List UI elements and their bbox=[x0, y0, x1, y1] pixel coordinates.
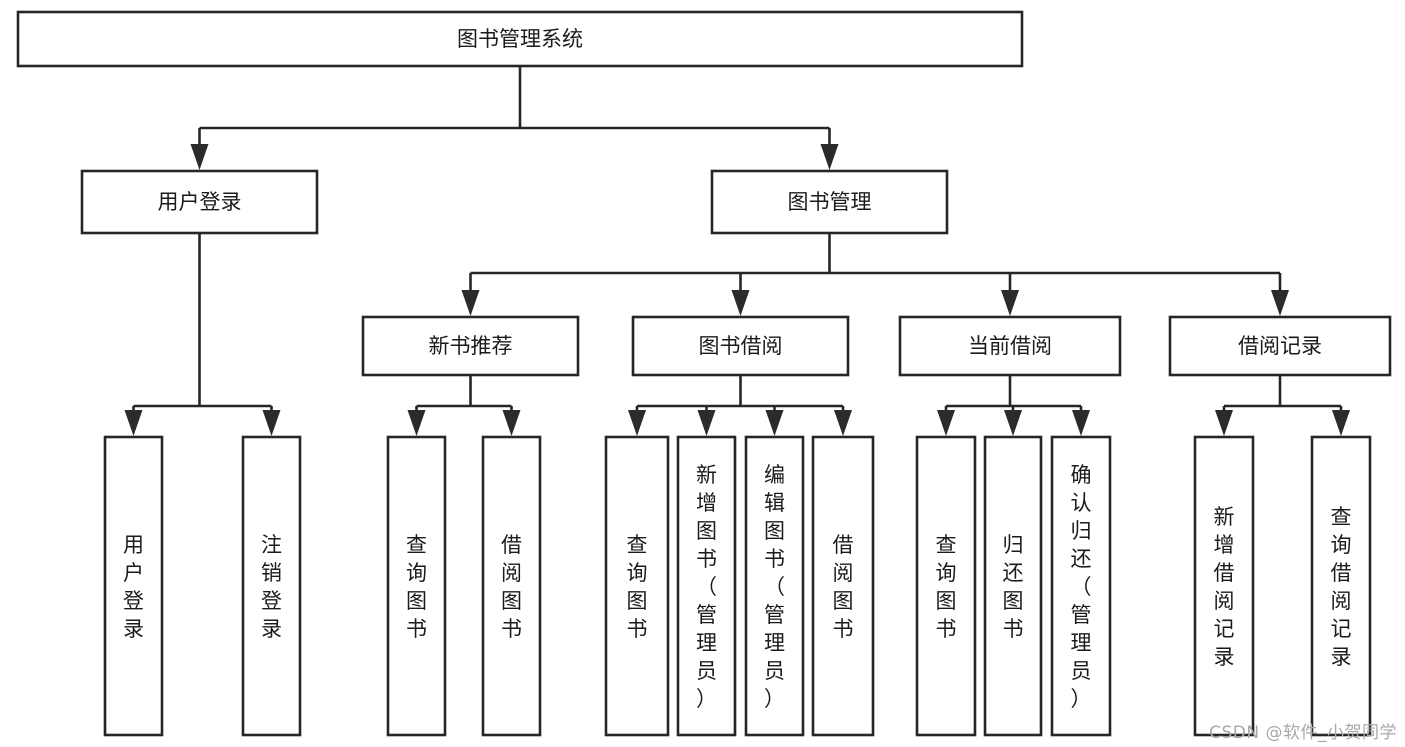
arrow-head-icon bbox=[1004, 410, 1022, 436]
diagram-node-borrow-record[interactable]: 借阅记录 bbox=[1168, 315, 1392, 377]
node-box bbox=[103, 435, 164, 737]
arrow-head-icon bbox=[820, 144, 839, 170]
node-box bbox=[811, 435, 875, 737]
node-label: 图书管理 bbox=[788, 190, 872, 214]
node-box bbox=[710, 169, 949, 235]
node-box bbox=[898, 315, 1122, 377]
arrow-head-icon bbox=[461, 290, 480, 316]
diagram-node-user-login[interactable]: 用户登录 bbox=[80, 169, 319, 235]
node-label: 用户登录 bbox=[158, 190, 242, 214]
node-label: 查询图书 bbox=[627, 533, 648, 641]
arrow-head-icon bbox=[1001, 290, 1019, 316]
arrow-head-icon bbox=[124, 410, 143, 436]
node-label: 新增借阅记录 bbox=[1214, 505, 1235, 669]
node-label: 查询图书 bbox=[406, 533, 427, 641]
diagram-node-current-borrow[interactable]: 当前借阅 bbox=[898, 315, 1122, 377]
node-label: 查询借阅记录 bbox=[1331, 505, 1352, 669]
diagram-node-leaf-user-logout[interactable]: 注销登录 bbox=[241, 435, 302, 737]
diagram-node-leaf-query-book-rec[interactable]: 查询图书 bbox=[386, 435, 447, 737]
diagram-node-root[interactable]: 图书管理系统 bbox=[16, 10, 1024, 68]
node-box bbox=[241, 435, 302, 737]
diagram-node-leaf-query-book-borrow[interactable]: 查询图书 bbox=[604, 435, 670, 737]
arrow-head-icon bbox=[1271, 290, 1289, 316]
diagram-node-leaf-user-login[interactable]: 用户登录 bbox=[103, 435, 164, 737]
node-box bbox=[604, 435, 670, 737]
arrow-head-icon bbox=[937, 410, 955, 436]
diagram-node-leaf-query-book-current[interactable]: 查询图书 bbox=[915, 435, 977, 737]
node-label: 查询图书 bbox=[936, 533, 957, 641]
diagram-node-leaf-add-book[interactable]: 新增图书（管理员） bbox=[676, 435, 737, 737]
node-box bbox=[1050, 435, 1112, 737]
arrow-head-icon bbox=[834, 410, 852, 436]
node-label: 确认归还（管理员） bbox=[1071, 463, 1092, 711]
node-label: 新增图书（管理员） bbox=[696, 463, 717, 711]
node-layer: 图书管理系统用户登录图书管理新书推荐图书借阅当前借阅借阅记录用户登录注销登录查询… bbox=[16, 10, 1392, 737]
diagram-node-new-book-rec[interactable]: 新书推荐 bbox=[361, 315, 580, 377]
node-box bbox=[1168, 315, 1392, 377]
node-label: 借阅图书 bbox=[833, 533, 854, 641]
node-label: 借阅记录 bbox=[1238, 334, 1322, 358]
diagram-node-book-manage[interactable]: 图书管理 bbox=[710, 169, 949, 235]
node-box bbox=[386, 435, 447, 737]
arrow-head-icon bbox=[731, 290, 750, 316]
node-box bbox=[481, 435, 542, 737]
arrow-head-icon bbox=[1332, 410, 1350, 436]
arrow-head-icon bbox=[1072, 410, 1090, 436]
arrow-head-icon bbox=[765, 410, 784, 436]
diagram-node-book-borrow[interactable]: 图书借阅 bbox=[631, 315, 850, 377]
diagram-node-leaf-add-record[interactable]: 新增借阅记录 bbox=[1193, 435, 1255, 737]
arrow-head-icon bbox=[407, 410, 426, 436]
arrow-head-icon bbox=[1215, 410, 1233, 436]
node-label: 借阅图书 bbox=[501, 533, 522, 641]
node-box bbox=[744, 435, 805, 737]
node-box bbox=[983, 435, 1043, 737]
diagram-node-leaf-borrow-book[interactable]: 借阅图书 bbox=[811, 435, 875, 737]
connector-layer bbox=[124, 66, 1350, 436]
arrow-head-icon bbox=[502, 410, 521, 436]
diagram-node-leaf-confirm-return[interactable]: 确认归还（管理员） bbox=[1050, 435, 1112, 737]
node-box bbox=[1193, 435, 1255, 737]
node-label: 编辑图书（管理员） bbox=[764, 463, 785, 711]
node-label: 用户登录 bbox=[123, 533, 144, 641]
diagram-node-leaf-edit-book[interactable]: 编辑图书（管理员） bbox=[744, 435, 805, 737]
node-box bbox=[361, 315, 580, 377]
node-label: 注销登录 bbox=[261, 533, 282, 641]
diagram-node-leaf-query-record[interactable]: 查询借阅记录 bbox=[1310, 435, 1372, 737]
node-label: 新书推荐 bbox=[429, 334, 513, 358]
node-box bbox=[631, 315, 850, 377]
arrow-head-icon bbox=[628, 410, 646, 436]
arrow-head-icon bbox=[697, 410, 716, 436]
node-box bbox=[915, 435, 977, 737]
node-label: 图书借阅 bbox=[699, 334, 783, 358]
arrow-head-icon bbox=[262, 410, 281, 436]
node-label: 当前借阅 bbox=[968, 334, 1052, 358]
node-box bbox=[676, 435, 737, 737]
node-label: 图书管理系统 bbox=[457, 27, 583, 51]
diagram-node-leaf-borrow-book-rec[interactable]: 借阅图书 bbox=[481, 435, 542, 737]
node-label: 归还图书 bbox=[1003, 533, 1024, 641]
watermark-label: CSDN @软件_小贺同学 bbox=[1209, 723, 1397, 743]
arrow-head-icon bbox=[190, 144, 209, 170]
node-box bbox=[80, 169, 319, 235]
node-box bbox=[16, 10, 1024, 68]
diagram-node-leaf-return-book[interactable]: 归还图书 bbox=[983, 435, 1043, 737]
node-box bbox=[1310, 435, 1372, 737]
